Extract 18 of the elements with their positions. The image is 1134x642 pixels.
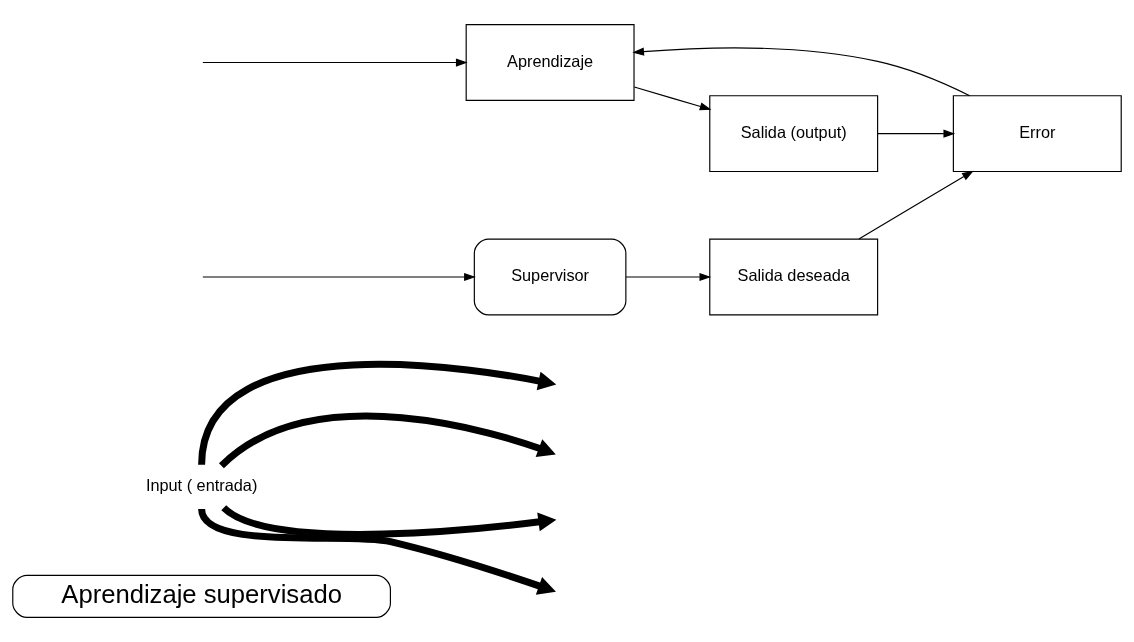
arrow (221, 504, 557, 538)
arrow (633, 86, 712, 111)
node-box: Aprendizaje (465, 24, 635, 101)
arrow (858, 170, 974, 240)
arrow (198, 507, 556, 595)
node-box: Error (952, 95, 1122, 173)
arrow (202, 58, 468, 67)
node-box: Salida (output) (709, 95, 879, 173)
arrow (625, 272, 712, 282)
node-box: Supervisor (473, 238, 627, 316)
node-box: Aprendizaje supervisado (12, 574, 391, 618)
arrow (198, 361, 557, 466)
node-text: Input ( entrada) (145, 476, 258, 495)
arrow (632, 47, 971, 97)
node-box: Salida deseada (709, 238, 879, 316)
arrow (877, 129, 956, 138)
arrow (202, 272, 476, 282)
arrow (219, 412, 556, 469)
